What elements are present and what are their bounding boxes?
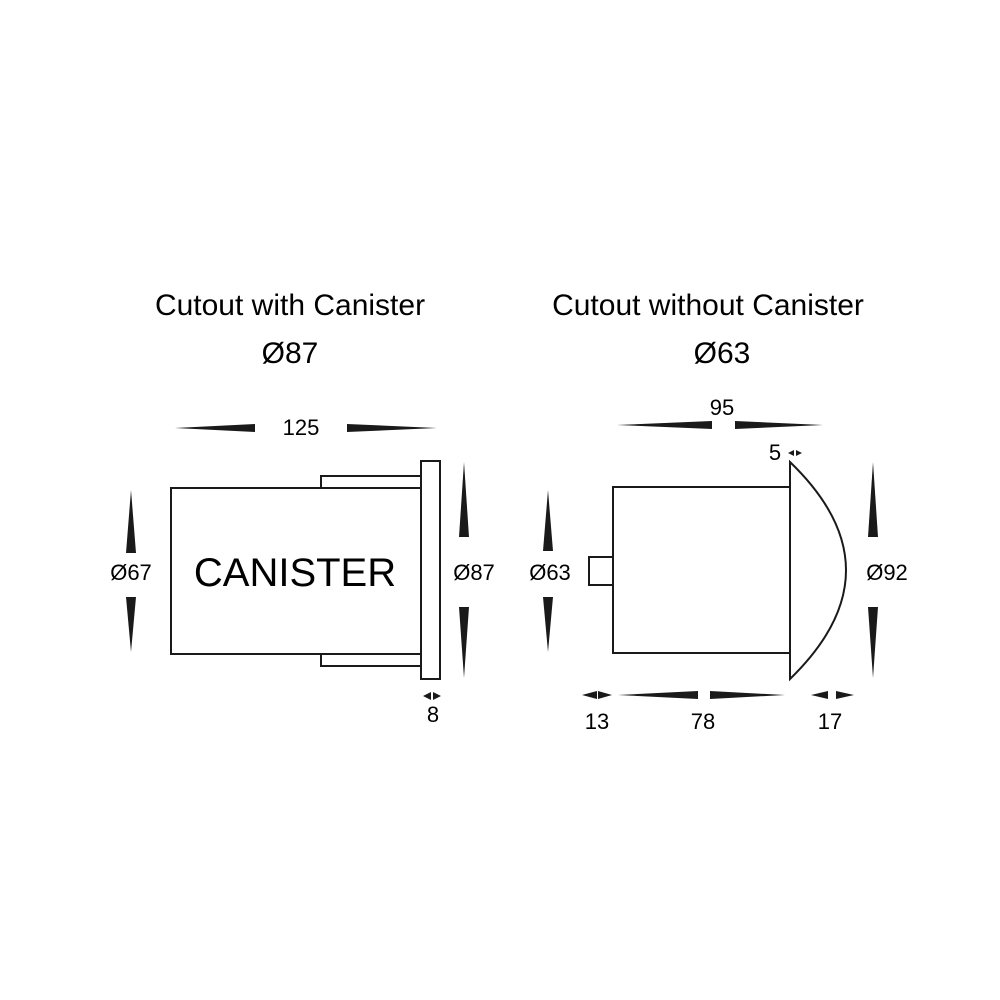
left-thickness-label: 8 bbox=[427, 702, 439, 727]
left-length-arrow-left bbox=[175, 424, 255, 432]
right-dome-diameter-label: Ø92 bbox=[866, 560, 908, 585]
fitting-stub bbox=[588, 556, 614, 586]
left-title: Cutout with Canister bbox=[155, 289, 425, 322]
right-cutout-diameter: Ø63 bbox=[694, 337, 751, 370]
left-thickness-arrow-right bbox=[433, 692, 441, 700]
right-offset-arrow-right bbox=[796, 450, 802, 456]
fitting-dome bbox=[789, 459, 847, 682]
canister-label: CANISTER bbox=[194, 551, 396, 595]
right-dome-arrow-bottom bbox=[868, 607, 878, 678]
left-body-diameter-label: Ø67 bbox=[110, 560, 152, 585]
seg-mid-arrow-left bbox=[618, 691, 698, 699]
right-length-arrow-right bbox=[735, 421, 823, 429]
seg-mid-label: 78 bbox=[691, 709, 715, 734]
right-length-arrow-left bbox=[617, 421, 712, 429]
right-body-diameter-label: Ø63 bbox=[529, 560, 571, 585]
left-body-arrow-top bbox=[126, 490, 136, 553]
canister-flange bbox=[420, 460, 441, 680]
left-length-arrow-right bbox=[347, 424, 437, 432]
left-flange-arrow-top bbox=[459, 462, 469, 537]
left-body-arrow-bottom bbox=[126, 597, 136, 652]
figure-without-canister: Cutout without Canister Ø63 95 5 Ø63 Ø92… bbox=[529, 289, 908, 734]
fitting-body bbox=[612, 486, 791, 654]
right-body-arrow-top bbox=[543, 490, 553, 551]
left-length-label: 125 bbox=[283, 415, 320, 440]
left-cutout-diameter: Ø87 bbox=[262, 337, 319, 370]
right-body-arrow-bottom bbox=[543, 597, 553, 652]
left-flange-arrow-bottom bbox=[459, 607, 469, 678]
seg-left-arrow-left bbox=[582, 691, 597, 699]
right-dome-arrow-top bbox=[868, 462, 878, 537]
figure-with-canister: Cutout with Canister Ø87 125 CANISTER Ø6… bbox=[110, 289, 495, 727]
seg-mid-arrow-right bbox=[710, 691, 785, 699]
left-thickness-arrow-left bbox=[423, 692, 431, 700]
seg-left-arrow-right bbox=[598, 691, 612, 699]
seg-left-label: 13 bbox=[585, 709, 609, 734]
left-flange-diameter-label: Ø87 bbox=[453, 560, 495, 585]
right-length-label: 95 bbox=[710, 395, 734, 420]
seg-right-arrow-right bbox=[836, 691, 854, 699]
canister-body bbox=[170, 487, 422, 655]
right-offset-arrow-left bbox=[788, 450, 794, 456]
right-title: Cutout without Canister bbox=[552, 289, 864, 322]
seg-right-arrow-left bbox=[811, 691, 828, 699]
seg-right-label: 17 bbox=[818, 709, 842, 734]
right-offset-label: 5 bbox=[769, 440, 781, 465]
